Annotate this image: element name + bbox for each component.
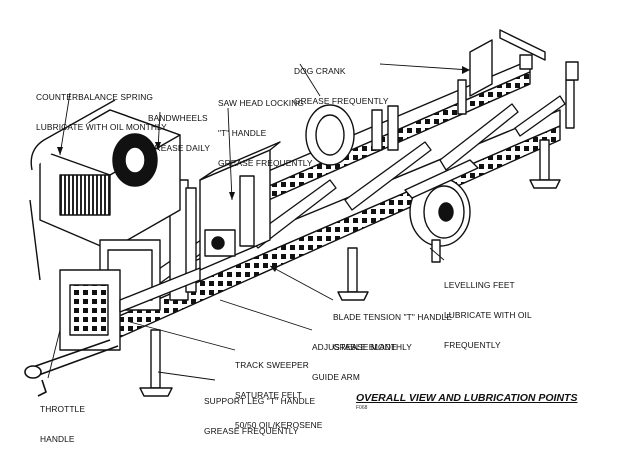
callout-support-leg: SUPPORT LEG "T" HANDLE GREASE FREQUENTLY [204,376,315,446]
callout-line: SATURATE FELT [235,390,302,400]
callout-line: SAW HEAD LOCKING [218,98,304,108]
levelling-foot [431,239,441,263]
figure-title: OVERALL VIEW AND LUBRICATION POINTS [356,392,578,404]
callout-line: DOG CRANK [294,66,346,76]
leader-arrows [57,66,470,272]
callout-line: LUBRICATE WITH OIL [444,310,532,320]
tow-bar [24,339,119,397]
callout-blade-tension: BLADE TENSION "T" HANDLE GREASE MONTHLY [333,292,452,362]
callout-line: GREASE DAILY [148,143,211,153]
figure-code: F068 [356,405,368,411]
callout-line: GUIDE ARM [312,372,360,382]
cross-members [139,95,566,293]
callout-saw-head-lock: SAW HEAD LOCKING "T" HANDLE GREASE FREQU… [218,78,313,178]
callout-line: LEVELLING FEET [444,280,515,290]
leader-lines [47,63,471,381]
callout-line: BLADE TENSION "T" HANDLE [333,312,452,322]
callout-line: GREASE MONTHLY [333,342,412,352]
callout-line: GREASE FREQUENTLY [204,426,299,436]
callout-dog-crank: DOG CRANK GREASE FREQUENTLY [294,46,389,116]
callout-line: ADJUSTABLE BLADE [312,342,397,352]
sawmill-diagram [24,29,579,397]
callout-adjustable-blade-guide: ADJUSTABLE BLADE GUIDE ARM [312,322,397,392]
callout-throttle: THROTTLE HANDLE [40,384,85,454]
callout-line: LUBRICATE WITH OIL MONTHLY [36,122,167,132]
callout-line: BANDWHEELS [148,113,208,123]
road-wheel [404,159,479,247]
callout-line: TRACK SWEEPER [235,360,309,370]
callout-line: SUPPORT LEG "T" HANDLE [204,396,316,406]
callout-line: FREQUENTLY [444,340,501,350]
rear-wheel-far [305,104,355,166]
callout-line: HANDLE [40,434,75,444]
callout-levelling-feet: LEVELLING FEET LUBRICATE WITH OIL FREQUE… [444,260,532,360]
callout-line: GREASE FREQUENTLY [218,158,313,168]
callout-counterbalance: COUNTERBALANCE SPRING LUBRICATE WITH OIL… [36,72,167,142]
callout-line: COUNTERBALANCE SPRING [36,92,154,102]
callout-line: "T" HANDLE [218,128,267,138]
log-dogs [371,29,579,151]
callout-bandwheels: BANDWHEELS GREASE DAILY [148,93,210,163]
callout-line: THROTTLE [40,404,86,414]
callout-line: GREASE FREQUENTLY [294,96,389,106]
saw-head [169,141,281,301]
front-frame [59,267,201,351]
